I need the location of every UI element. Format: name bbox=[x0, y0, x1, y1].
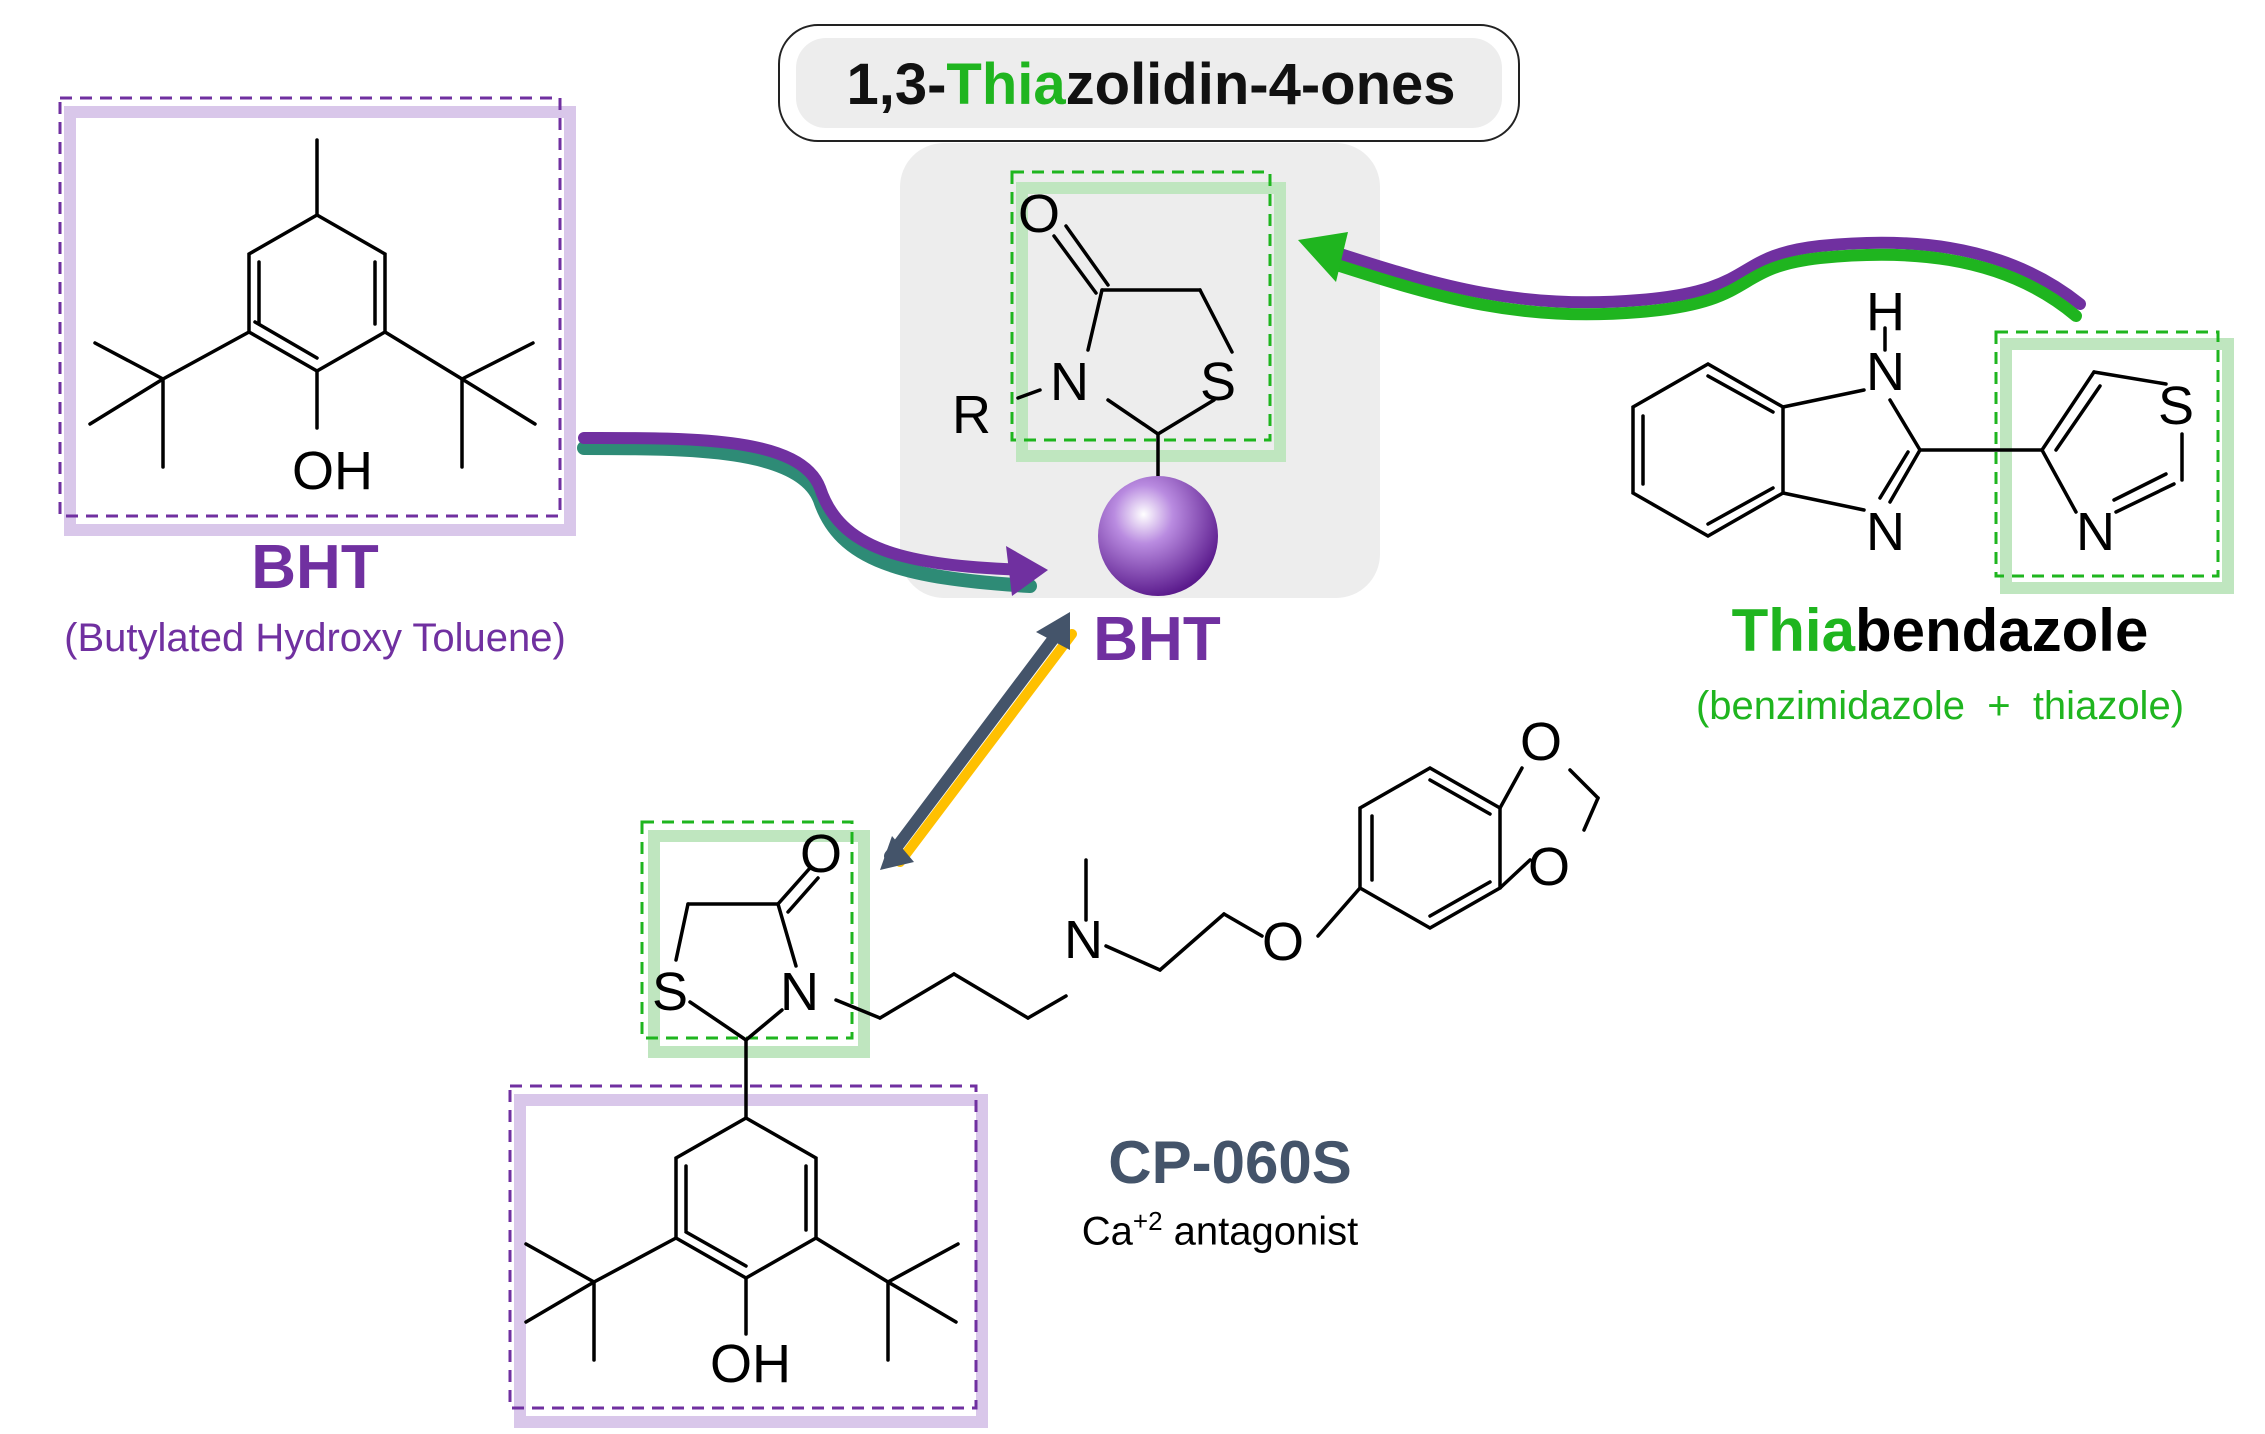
cp060s-desc-suffix: antagonist bbox=[1162, 1209, 1359, 1254]
thiabendazole-desc: (benzimidazole + thiazole) bbox=[1695, 684, 2185, 728]
scaffold-n: N bbox=[1050, 352, 1089, 412]
cp060s-purple-box-shadow bbox=[514, 1094, 988, 1428]
thiabendazole-n-top: N bbox=[1866, 342, 1905, 402]
arrow-bht-cp060s bbox=[880, 612, 1077, 870]
cp060s-o-ether: O bbox=[1262, 912, 1304, 972]
thiabendazole-label: Thiabendazole bbox=[1700, 596, 2180, 665]
cp060s-n-amine: N bbox=[1064, 910, 1103, 970]
bht-left-fullname: (Butylated Hydroxy Toluene) bbox=[64, 616, 566, 660]
scaffold-s: S bbox=[1200, 352, 1236, 412]
thiabendazole-n-thiazole: N bbox=[2076, 502, 2115, 562]
bht-left-box bbox=[58, 96, 562, 518]
scaffold-green-box bbox=[1010, 170, 1272, 442]
thiabendazole-green-box-shadow bbox=[2000, 338, 2234, 594]
title-highlight: Thia bbox=[946, 52, 1066, 117]
cp060s-o-dioxole-1: O bbox=[1520, 712, 1562, 772]
thiabendazole-molecule: H N N N S bbox=[1631, 282, 2234, 594]
cp060s-desc-sup: +2 bbox=[1132, 1206, 1163, 1236]
thiabendazole-rest: bendazole bbox=[1854, 597, 2149, 664]
cp060s-green-box-shadow bbox=[648, 830, 870, 1058]
cp060s-molecule: O S N N O O O OH bbox=[508, 712, 1600, 1428]
bht-left-box-shadow bbox=[64, 106, 576, 536]
cp060s-o-carbonyl: O bbox=[800, 824, 842, 884]
scaffold-o: O bbox=[1018, 184, 1060, 244]
cp060s-n: N bbox=[780, 962, 819, 1022]
title-prefix: 1,3- bbox=[846, 52, 947, 117]
bht-left-oh: OH bbox=[292, 441, 373, 501]
thiabendazole-green-box bbox=[1994, 330, 2220, 578]
cp060s-desc: Ca+2 antagonist bbox=[1060, 1206, 1380, 1254]
cp060s-label: CP-060S bbox=[1108, 1129, 1352, 1196]
bht-sphere bbox=[1098, 476, 1218, 596]
thiabendazole-n-bottom: N bbox=[1866, 502, 1905, 562]
scaffold-r: R bbox=[952, 385, 991, 445]
cp060s-purple-box bbox=[508, 1084, 978, 1410]
thiabendazole-h: H bbox=[1866, 282, 1905, 342]
bht-left-label: BHT bbox=[251, 533, 379, 602]
thiabendazole-highlight: Thia bbox=[1731, 597, 1855, 664]
title-suffix: zolidin-4-ones bbox=[1065, 52, 1456, 117]
title-pill-inner bbox=[796, 38, 1502, 128]
thiabendazole-s: S bbox=[2158, 376, 2194, 436]
scaffold-green-box-shadow bbox=[1016, 182, 1286, 462]
page-title: 1,3-Thiazolidin-4-ones bbox=[780, 26, 1522, 144]
cp060s-oh: OH bbox=[710, 1334, 791, 1394]
title-pill: 1,3-Thiazolidin-4-ones bbox=[778, 24, 1520, 142]
arrow-thiabendazole-to-scaffold bbox=[1298, 232, 2086, 322]
cp060s-s: S bbox=[652, 962, 688, 1022]
cp060s-o-dioxole-2: O bbox=[1528, 837, 1570, 897]
cp060s-desc-prefix: Ca bbox=[1081, 1209, 1133, 1254]
scaffold-bht-label: BHT bbox=[1093, 605, 1221, 674]
scaffold-molecule: O N S R bbox=[952, 170, 1286, 596]
arrow-bht-to-scaffold bbox=[577, 431, 1048, 596]
bht-left-molecule: OH bbox=[58, 96, 576, 536]
